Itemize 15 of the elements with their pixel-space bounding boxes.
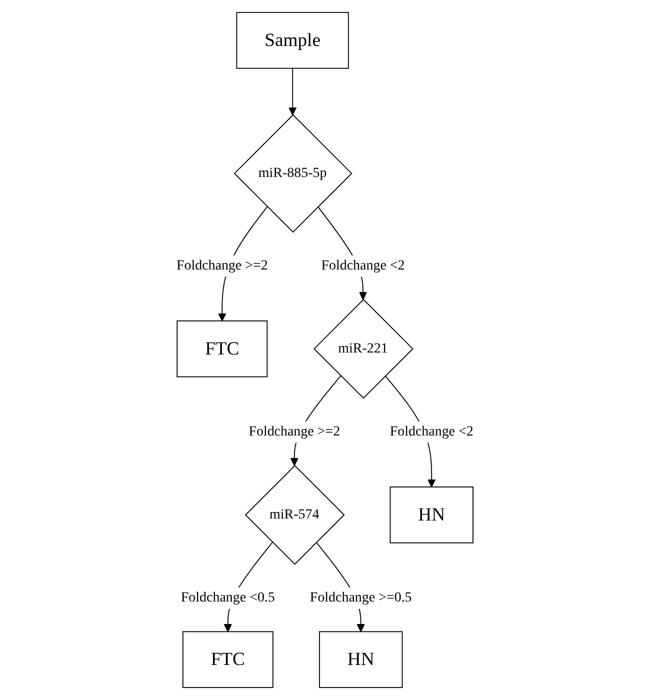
edge-label: Foldchange >=2 xyxy=(176,258,268,274)
edge-label: Foldchange >=2 xyxy=(248,424,340,440)
edge-label: Foldchange <2 xyxy=(390,424,474,440)
edge-label: Foldchange <0.5 xyxy=(181,590,275,606)
arrow xyxy=(288,68,297,116)
edge-label: Foldchange >=0.5 xyxy=(310,590,412,606)
edge-label: Foldchange <2 xyxy=(321,258,405,274)
node-diamond: miR-221 xyxy=(314,298,414,399)
node-diamond: miR-574 xyxy=(245,464,345,565)
node-box: Sample xyxy=(236,12,349,69)
node-diamond: miR-885-5p xyxy=(234,114,352,233)
node-box: FTC xyxy=(182,631,274,688)
node-box: HN xyxy=(319,631,403,688)
node-box: FTC xyxy=(176,320,268,378)
node-box: HN xyxy=(390,486,474,544)
